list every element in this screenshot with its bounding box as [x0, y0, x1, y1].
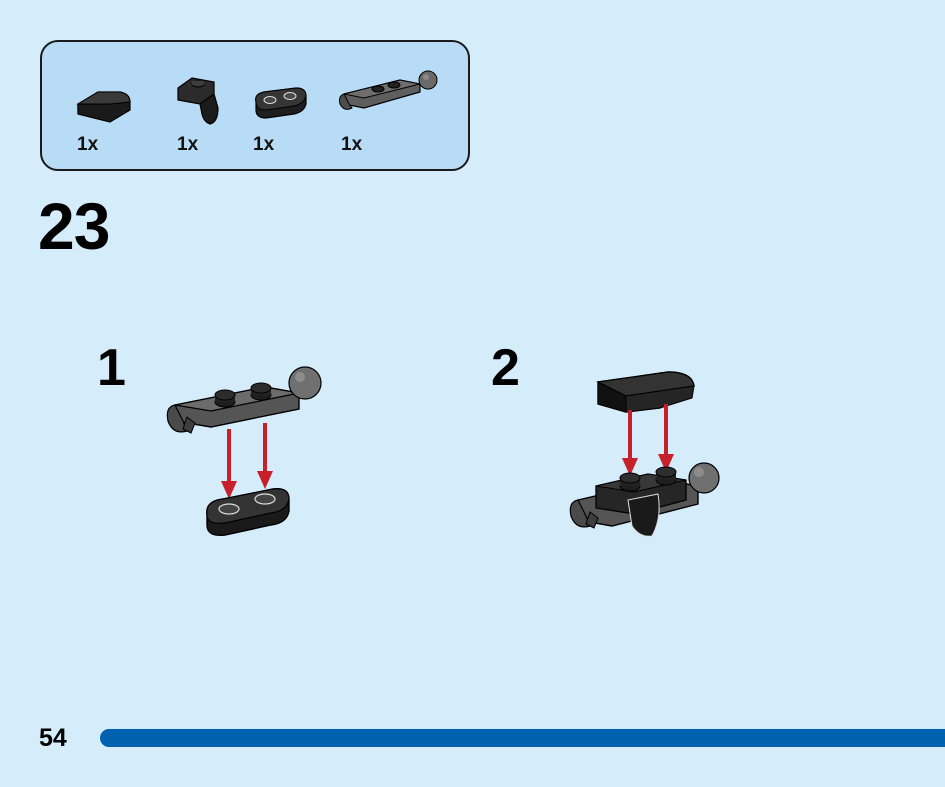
substep-1-number: 1	[97, 339, 126, 397]
substep-2-svg	[569, 371, 720, 537]
part-qty: 1x	[177, 134, 199, 155]
bracket-icon	[177, 77, 219, 125]
parts-list-box: 1x 1x 1x 1x	[40, 40, 470, 171]
part-qty: 1x	[77, 134, 99, 155]
substep-1-illustration	[165, 365, 335, 555]
substep-2-number: 2	[491, 339, 520, 397]
clip-ball-plate-icon	[339, 70, 438, 110]
part-qty: 1x	[253, 134, 275, 155]
substep-2-illustration	[568, 368, 738, 563]
rounded-plate-icon	[255, 87, 307, 119]
page-number: 54	[39, 724, 67, 752]
curved-slope-icon	[76, 91, 131, 123]
step-number: 23	[38, 189, 110, 263]
part-qty: 1x	[341, 134, 363, 155]
substep-1-svg	[166, 366, 322, 536]
page-progress-bar	[100, 729, 945, 747]
